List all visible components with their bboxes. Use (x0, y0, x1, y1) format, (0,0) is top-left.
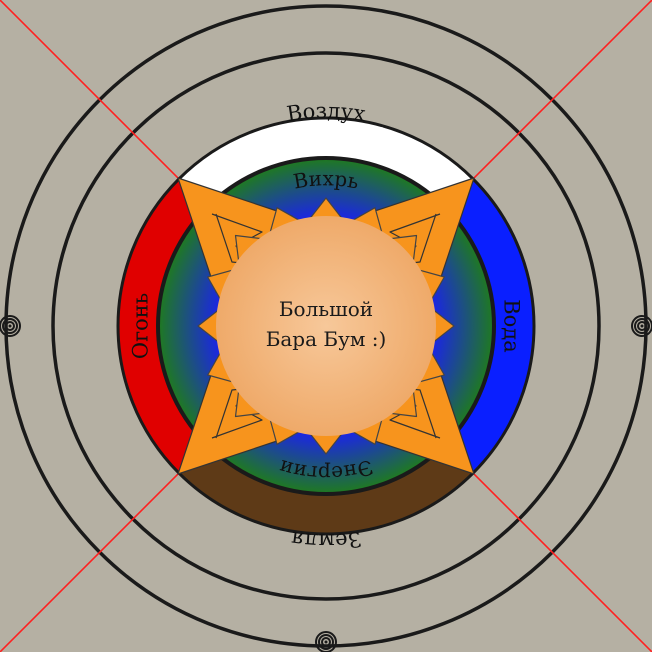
spiral-marker-icon (315, 631, 337, 652)
sun-core (216, 216, 436, 436)
orbit-middle (51, 51, 601, 601)
label-air: Воздух (285, 99, 367, 127)
spiral-marker-icon (631, 315, 652, 337)
star-points (177, 177, 475, 475)
center-title-line1: Большой (279, 297, 373, 321)
ring-border-outer (116, 116, 536, 536)
spiral-marker-icon (0, 315, 21, 337)
label-fire: Огонь (129, 293, 153, 359)
label-vortex: Вихрь (291, 166, 360, 193)
label-water: Вода (500, 299, 524, 353)
center-title-line2: Бара Бум :) (266, 327, 387, 351)
label-earth: Земля (289, 527, 362, 554)
